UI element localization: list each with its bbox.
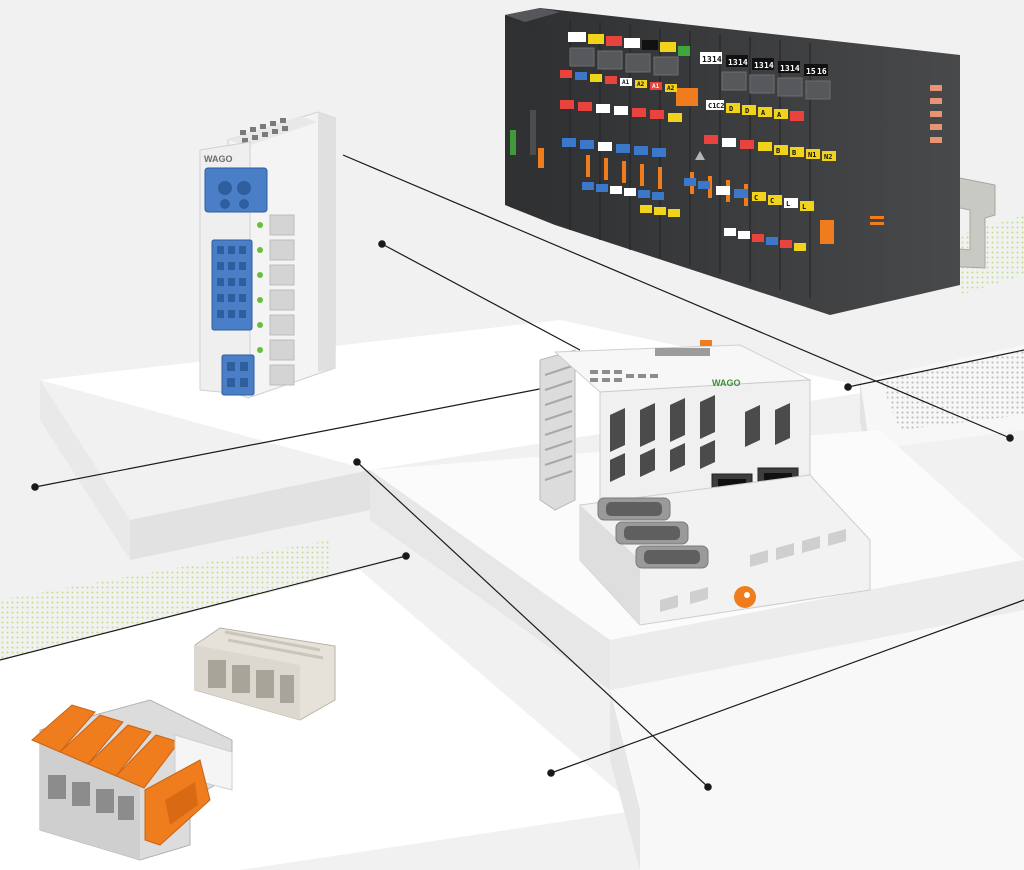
io-label-row1-7: 14 — [790, 64, 800, 73]
io-label-row3-1: C2 — [716, 102, 724, 110]
callout-dot — [402, 552, 410, 560]
io-label-row4-0: B — [776, 147, 780, 155]
io-label-row4-2: N1 — [808, 151, 816, 159]
compact-controller-icon: WAGO — [539, 340, 871, 626]
io-label-row3-5: A — [777, 111, 782, 119]
io-label-row5-0: C — [754, 194, 758, 202]
callout-dot — [547, 769, 555, 777]
power-supply-brand: WAGO — [204, 154, 233, 164]
io-label-row1-6: 13 — [780, 64, 790, 73]
callout-dot — [844, 383, 852, 391]
dark-io-module-rail-icon: 13 14 13 14 13 14 13 14 15 16 — [505, 8, 996, 315]
pcb-header-connector-icon — [194, 627, 336, 721]
io-label-row1-4: 13 — [754, 61, 764, 70]
io-label-row1-2: 13 — [728, 58, 738, 67]
power-supply-distribution-module-icon: WAGO — [199, 111, 336, 399]
io-label-row2-1: A2 — [637, 81, 645, 88]
io-label-row1-0: 13 — [702, 55, 712, 64]
controller-brand: WAGO — [712, 378, 741, 388]
callout-dot — [704, 783, 712, 791]
io-label-row1-8: 15 — [806, 67, 816, 76]
green-stripe-left — [0, 540, 330, 660]
io-label-row2-2: A1 — [652, 83, 660, 90]
io-label-row4-3: N2 — [824, 153, 832, 161]
io-label-row1-3: 14 — [738, 58, 748, 67]
callout-dot — [378, 240, 386, 248]
io-label-row3-3: D — [745, 107, 749, 115]
callout-dot — [1006, 434, 1014, 442]
io-label-row1-5: 14 — [764, 61, 774, 70]
io-label-row5-1: C — [770, 197, 774, 205]
io-label-row2-0: A1 — [622, 79, 630, 86]
callout-dot — [31, 483, 39, 491]
io-label-row2-3: A2 — [667, 85, 675, 92]
io-label-row5-2: L — [786, 200, 790, 208]
platform-right — [860, 345, 1024, 480]
io-label-row1-9: 16 — [817, 67, 827, 76]
io-label-row1-1: 14 — [712, 55, 722, 64]
lever-plug-connector-icon — [31, 699, 233, 861]
io-label-row3-4: A — [761, 109, 766, 117]
callout-dot — [353, 458, 361, 466]
io-label-row3-0: C1 — [708, 102, 716, 110]
io-label-row3-2: D — [729, 105, 733, 113]
callout-lines — [0, 154, 1024, 791]
io-label-row4-1: B — [792, 149, 796, 157]
io-label-row5-3: L — [802, 203, 806, 211]
